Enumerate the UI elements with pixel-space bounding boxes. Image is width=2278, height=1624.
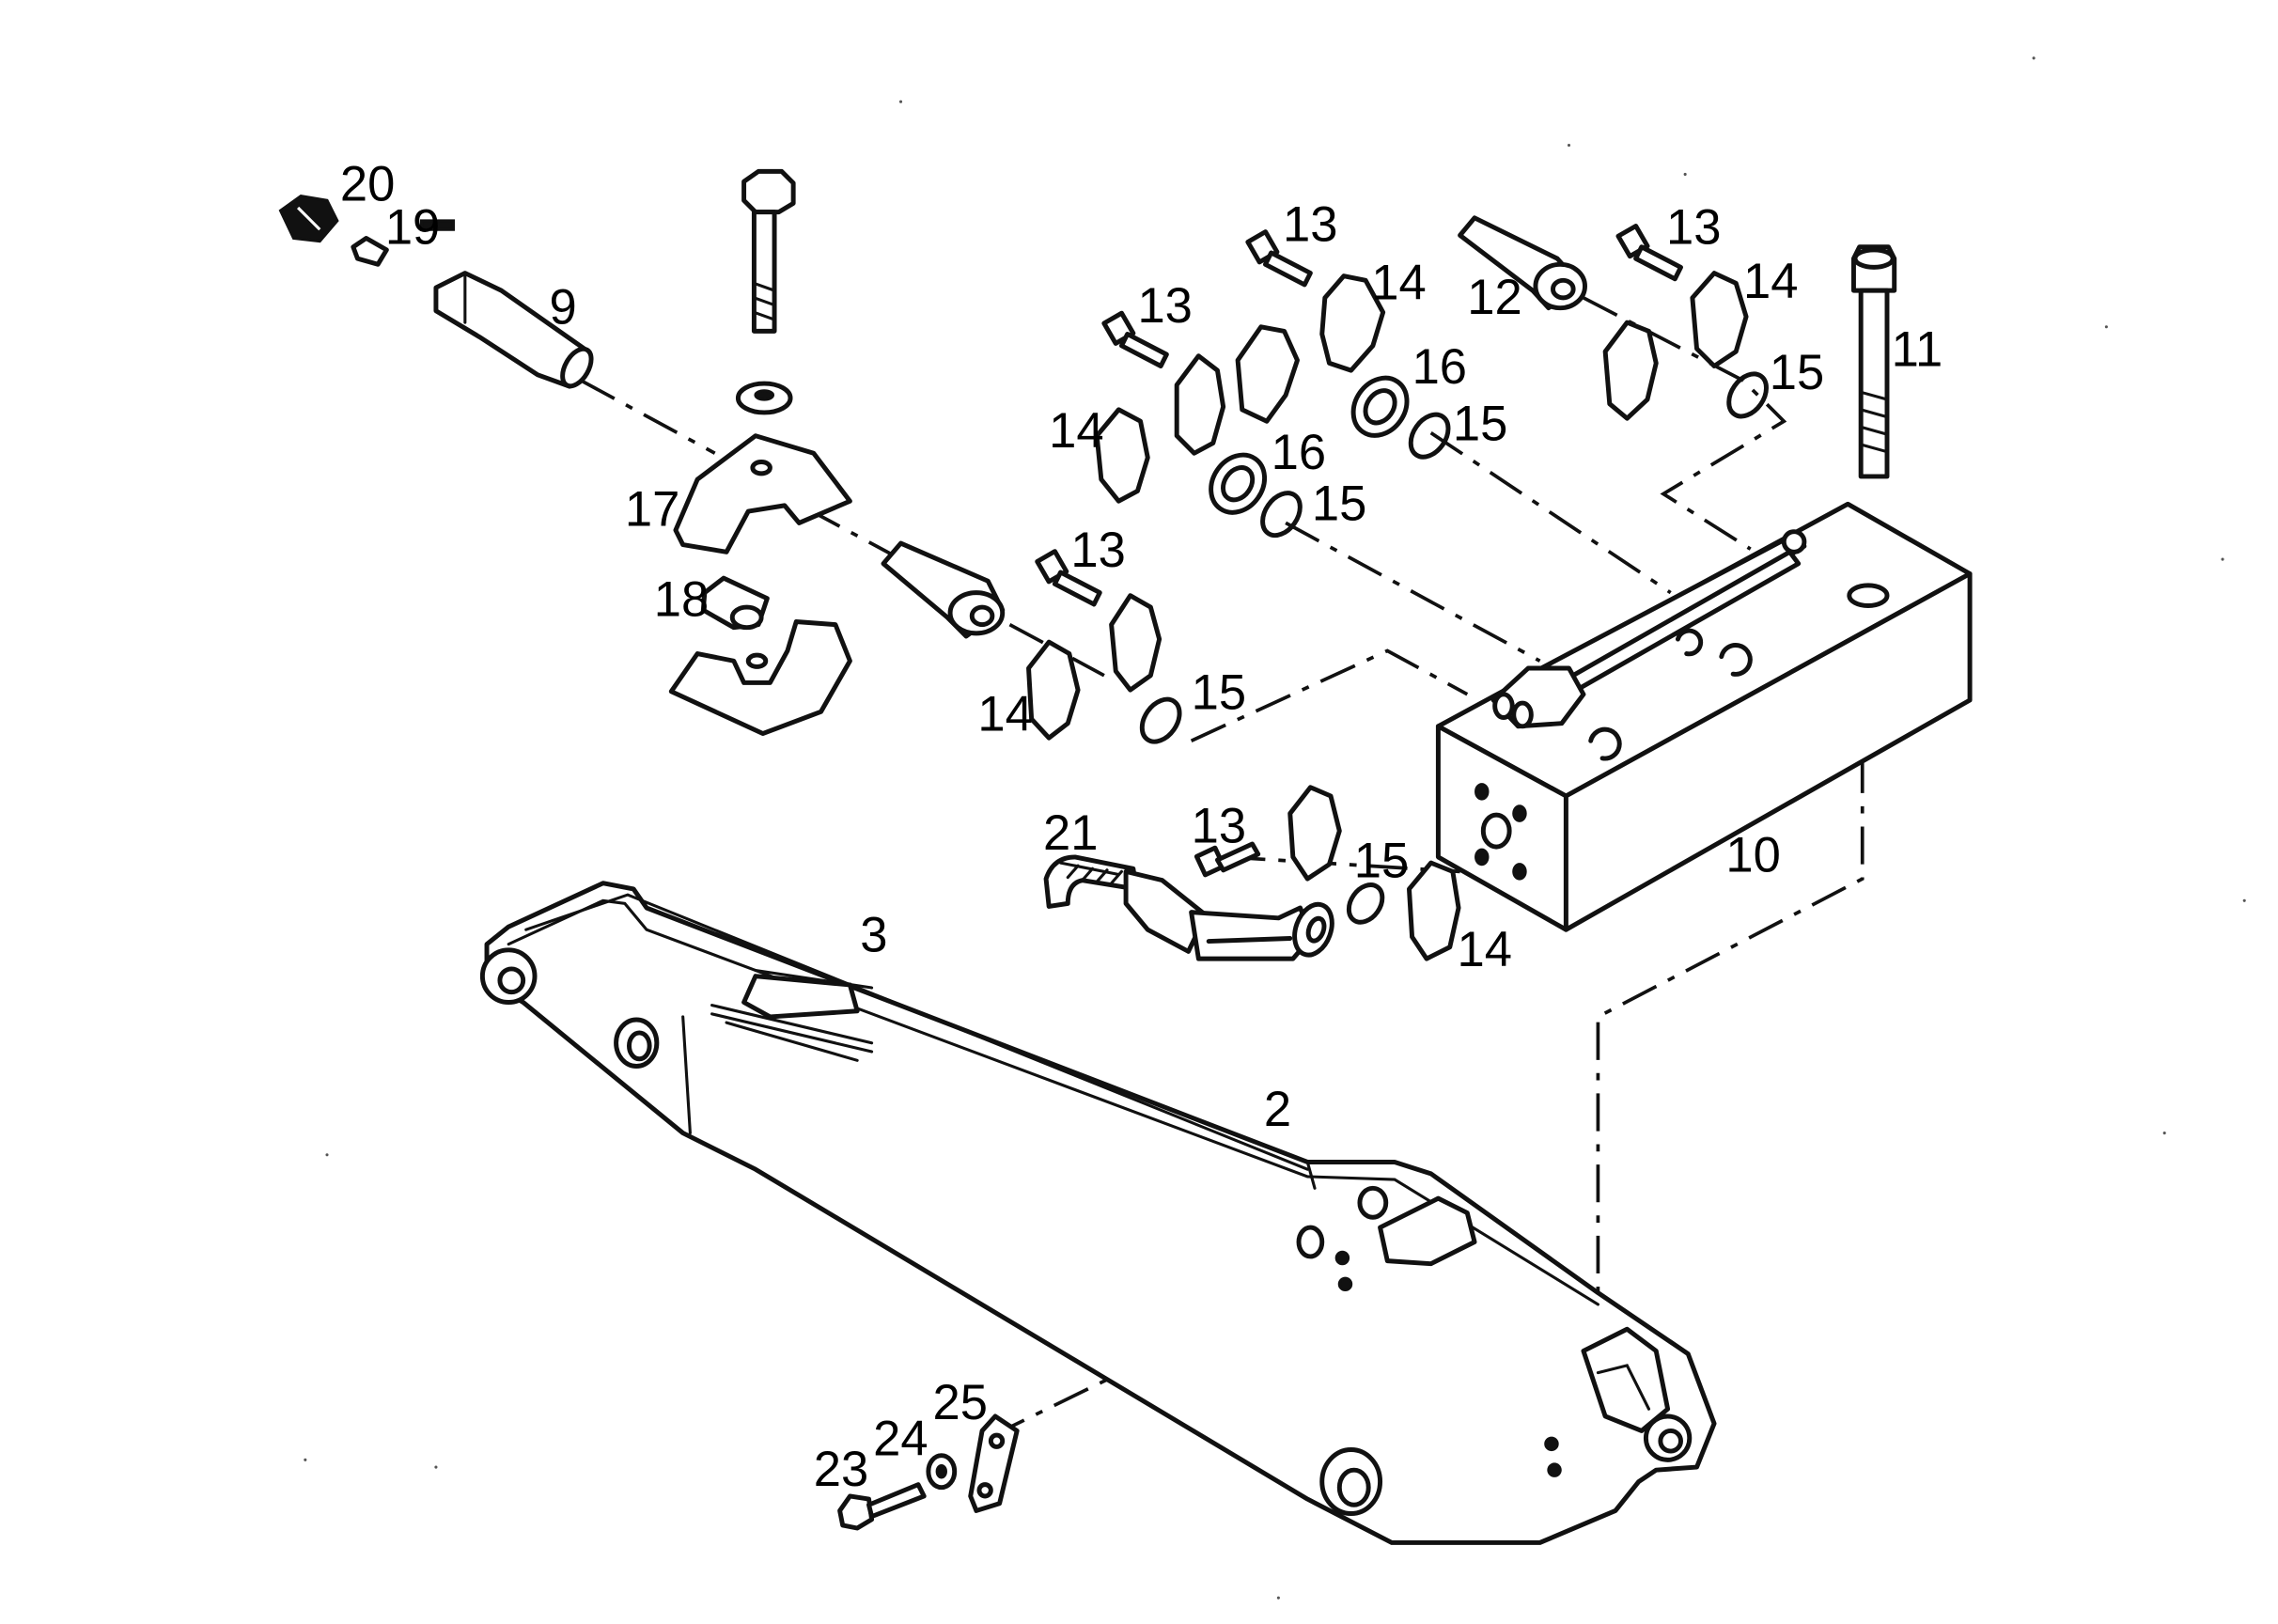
label-9: 9 (549, 280, 576, 336)
label-21: 21 (1043, 805, 1098, 861)
bolt-11 (1850, 244, 1897, 479)
label-15-b: 15 (1312, 476, 1366, 531)
label-14-e: 14 (1457, 922, 1511, 977)
label-14-d: 14 (977, 686, 1032, 742)
label-15-c: 15 (1770, 345, 1824, 400)
half-flanges-14 (1026, 271, 1749, 961)
scan-speckles (304, 56, 2246, 1600)
label-24: 24 (873, 1412, 928, 1467)
bolt-23 (837, 1482, 927, 1531)
label-17: 17 (625, 482, 679, 538)
label-15-e: 15 (1354, 834, 1409, 889)
label-2: 2 (1264, 1082, 1291, 1137)
bolt-13-group (1035, 223, 1683, 878)
part-number-labels: 20 19 9 17 18 13 14 13 16 15 14 16 15 12… (340, 156, 1943, 1497)
label-3: 3 (860, 907, 887, 962)
clamp-top-17 (673, 433, 852, 554)
label-16-b: 16 (1272, 425, 1326, 480)
label-14-c: 14 (1743, 254, 1798, 309)
hose-21 (1043, 854, 1334, 961)
lever (1490, 529, 1807, 729)
label-14-a: 14 (1371, 255, 1426, 310)
label-18: 18 (654, 571, 709, 627)
label-23: 23 (814, 1442, 868, 1497)
plate-3 (710, 968, 874, 1062)
rings-16 (1209, 375, 1410, 515)
clamp-bottom-18 (668, 619, 852, 737)
label-15-a: 15 (1453, 396, 1507, 451)
pin-9 (433, 271, 594, 389)
valve-block-10 (1435, 501, 1973, 932)
label-13-e: 13 (1192, 798, 1246, 853)
bolt-13c (1615, 223, 1683, 282)
label-13-b: 13 (1137, 278, 1192, 334)
label-16-a: 16 (1412, 339, 1467, 395)
bolt-13b (1101, 310, 1169, 368)
orings-15 (1139, 371, 1769, 925)
label-12: 12 (1467, 270, 1521, 325)
washer-24 (926, 1453, 958, 1491)
pipe-stub-center (881, 540, 1006, 639)
pipe-stub-12 (1458, 215, 1587, 311)
plate-25 (968, 1413, 1020, 1513)
label-20: 20 (340, 156, 395, 211)
bolt-13d (1035, 549, 1102, 607)
label-14-b: 14 (1049, 403, 1103, 459)
bolt-13a (1245, 229, 1313, 288)
bushing-18 (700, 575, 770, 631)
assembly-centerlines (580, 296, 1865, 1433)
label-15-d: 15 (1192, 664, 1246, 720)
label-13-a: 13 (1283, 197, 1337, 253)
bolt-top-17 (735, 168, 796, 415)
nut-20 (278, 195, 339, 243)
label-25: 25 (933, 1375, 988, 1430)
label-11: 11 (1892, 321, 1943, 377)
grease-fitting-19 (351, 219, 456, 267)
bolt-13e (1194, 841, 1261, 878)
label-13-c: 13 (1666, 200, 1721, 256)
label-13-d: 13 (1070, 523, 1125, 578)
label-10: 10 (1725, 827, 1780, 882)
label-19: 19 (385, 200, 440, 256)
boom-arm-2 (479, 881, 1717, 1545)
